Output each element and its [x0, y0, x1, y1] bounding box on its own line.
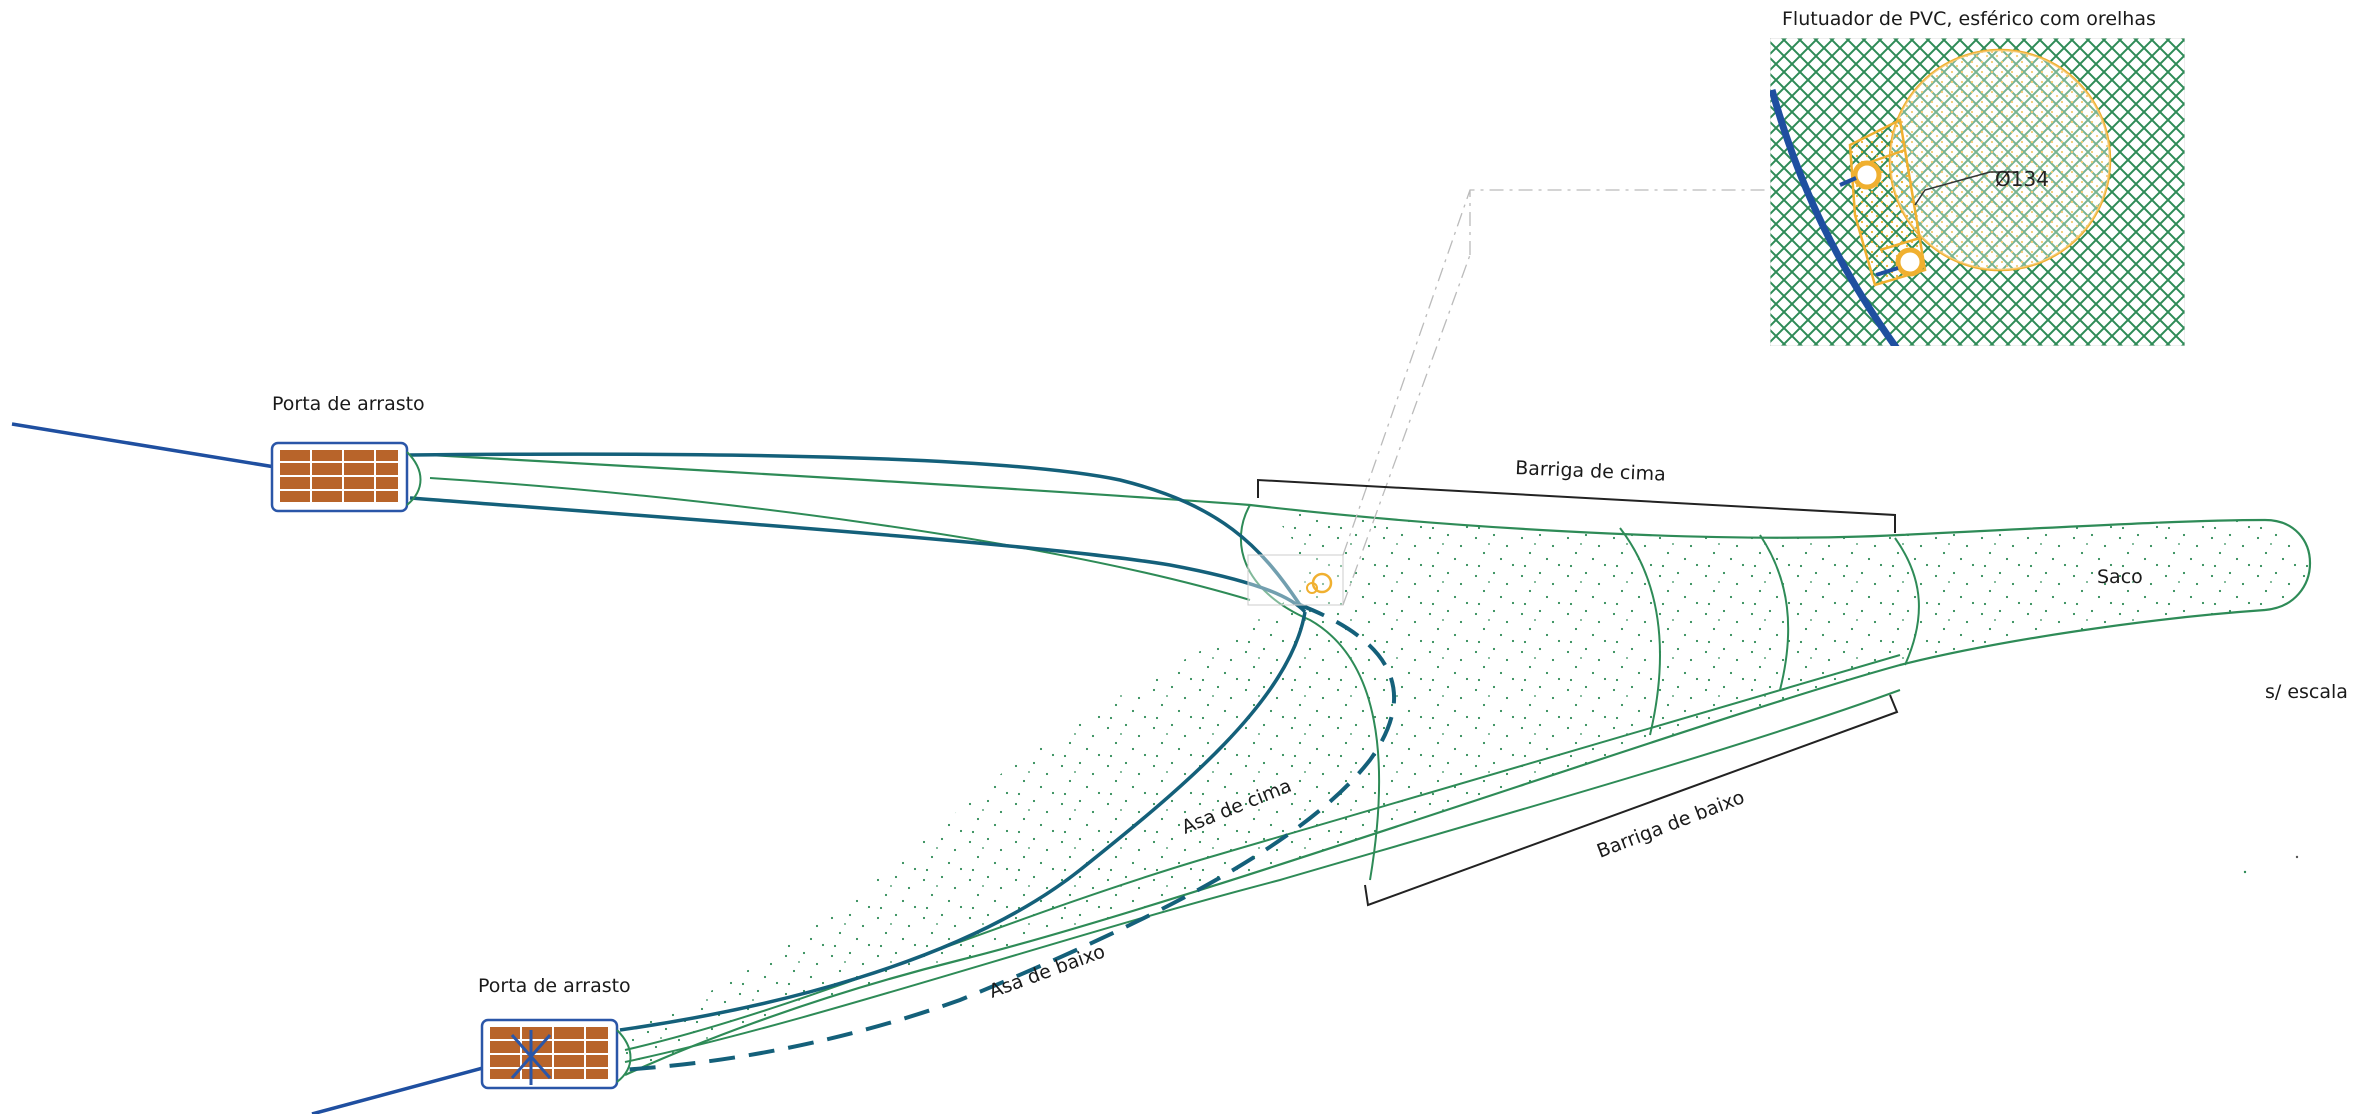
warp-line-top: [11, 422, 276, 469]
codend-label: Saco: [2097, 566, 2143, 588]
wing-bottom-label: Asa de baixo: [986, 940, 1108, 1002]
wing-bottom-mid-line: [624, 689, 1901, 1063]
seam-3: [1759, 534, 1790, 691]
diameter-label: Ø134: [1995, 167, 2049, 191]
belly-bottom-label: Barriga de baixo: [1594, 786, 1748, 862]
belly-top-edge: [429, 453, 2311, 612]
net-fill: [625, 505, 2310, 1075]
belly-bottom-edge: [624, 608, 2266, 1077]
ear-hole-top: [1852, 160, 1882, 190]
door-top-label: Porta de arrasto: [272, 393, 425, 415]
bracket-belly-bottom: [1364, 694, 1899, 907]
bracket-belly-top: [1257, 478, 1896, 533]
trawl-door-top: [270, 441, 422, 513]
seam-1: [1239, 504, 1381, 881]
headlines: [409, 452, 1397, 1072]
detail-headline-rope: [1770, 89, 1900, 346]
detail-title: Flutuador de PVC, esférico com orelhas: [1782, 8, 2156, 30]
float-marker: [1247, 554, 1344, 606]
scale-note: s/ escala: [2265, 681, 2348, 703]
headline-top-outer: [409, 452, 1302, 606]
door-bottom-label: Porta de arrasto: [478, 975, 631, 997]
stray-dot: [2295, 855, 2299, 859]
float-detail-inset: Flutuador de PVC, esférico com orelhas Ø…: [1770, 8, 2185, 346]
seam-4: [1894, 537, 1920, 666]
net-body: [429, 453, 2311, 1077]
trawl-door-bottom: [480, 1018, 632, 1090]
headline-curve-down: [619, 611, 1307, 1032]
ear-hole-bottom: [1895, 247, 1925, 277]
stray-dot: [2243, 870, 2247, 874]
belly-top-label: Barriga de cima: [1515, 457, 1666, 486]
detail-leader-line: [1342, 189, 1770, 606]
wing-top-inner-line: [429, 477, 1251, 601]
wing-bottom-inner-line: [624, 654, 1901, 1051]
headline-top-inner: [409, 496, 1307, 614]
seam-2: [1619, 527, 1661, 736]
diameter-leader: [1914, 171, 2015, 206]
footrope-dashed: [619, 603, 1397, 1072]
